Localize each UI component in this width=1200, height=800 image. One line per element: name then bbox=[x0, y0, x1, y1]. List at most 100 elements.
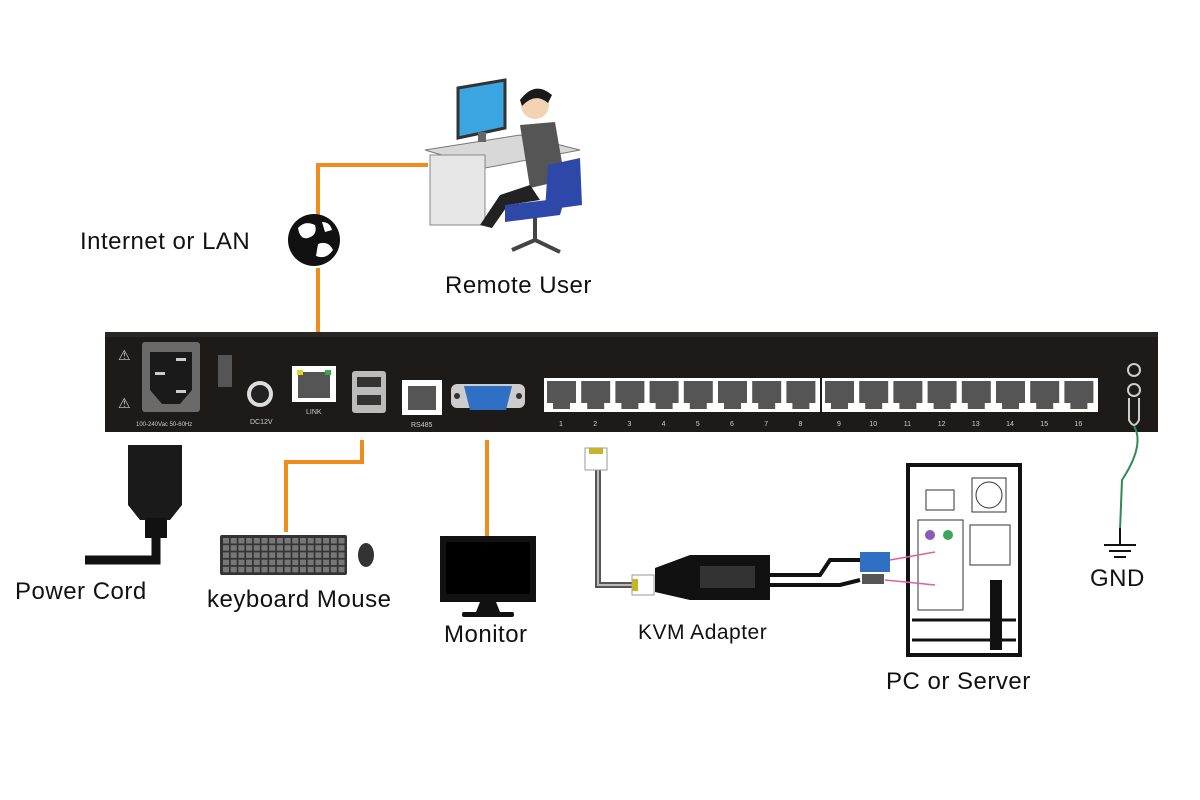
rj45-port-3 bbox=[615, 381, 645, 409]
key bbox=[238, 552, 245, 558]
monitor-label: Monitor bbox=[444, 621, 528, 648]
key bbox=[269, 552, 276, 558]
port-number: 1 bbox=[559, 421, 563, 428]
port-number: 9 bbox=[837, 421, 841, 428]
key bbox=[276, 552, 283, 558]
gnd-label: GND bbox=[1090, 565, 1145, 592]
ground-symbol-icon bbox=[1104, 528, 1136, 558]
key bbox=[323, 566, 330, 573]
port-number: 13 bbox=[972, 421, 980, 428]
key bbox=[246, 552, 253, 558]
key bbox=[261, 552, 268, 558]
port-number: 10 bbox=[869, 421, 877, 428]
key bbox=[307, 545, 314, 551]
port-number: 8 bbox=[798, 421, 802, 428]
key bbox=[253, 566, 260, 573]
key bbox=[246, 559, 253, 566]
key bbox=[261, 545, 268, 551]
remote-user-label: Remote User bbox=[445, 272, 592, 299]
power-inlet bbox=[142, 342, 200, 412]
key bbox=[230, 566, 237, 573]
key bbox=[284, 545, 291, 551]
power-rating-text: 100-240Vac 50-60Hz bbox=[136, 422, 192, 428]
key bbox=[261, 566, 268, 573]
key bbox=[238, 545, 245, 551]
port-number: 11 bbox=[904, 421, 911, 428]
port-number: 4 bbox=[662, 421, 666, 428]
key bbox=[276, 538, 283, 544]
vga-port bbox=[451, 384, 525, 410]
key bbox=[315, 552, 322, 558]
svg-text:⚠: ⚠ bbox=[118, 395, 131, 411]
port-number: 7 bbox=[764, 421, 768, 428]
key bbox=[284, 559, 291, 566]
rj45-port-7 bbox=[752, 381, 782, 409]
key bbox=[261, 559, 268, 566]
key bbox=[269, 559, 276, 566]
rj45-port-1 bbox=[547, 381, 576, 409]
rj45-port-16 bbox=[1064, 381, 1094, 409]
port-number: 3 bbox=[627, 421, 631, 428]
power-cord-illustration bbox=[85, 445, 182, 565]
key bbox=[323, 559, 330, 566]
key bbox=[338, 552, 345, 558]
key bbox=[330, 538, 337, 544]
key bbox=[315, 559, 322, 566]
rj45-port-6 bbox=[718, 381, 747, 409]
pc-server-label: PC or Server bbox=[886, 668, 1031, 695]
ground-wire bbox=[1119, 425, 1139, 531]
key bbox=[246, 566, 253, 573]
key bbox=[223, 559, 229, 566]
key bbox=[276, 559, 283, 566]
keyboard-illustration bbox=[220, 535, 347, 575]
ground-terminal bbox=[1127, 363, 1141, 426]
key bbox=[238, 559, 245, 566]
key bbox=[246, 538, 253, 544]
kvm-adapter-illustration bbox=[584, 447, 890, 600]
key bbox=[307, 559, 314, 566]
key bbox=[284, 566, 291, 573]
key bbox=[284, 552, 291, 558]
key bbox=[238, 538, 245, 544]
key bbox=[300, 566, 306, 573]
key bbox=[315, 566, 322, 573]
port-number: 14 bbox=[1006, 421, 1014, 428]
port-number: 15 bbox=[1040, 421, 1048, 428]
key bbox=[292, 545, 299, 551]
rj45-port-15 bbox=[1030, 381, 1060, 409]
keyboard-mouse-cable bbox=[284, 440, 364, 532]
key bbox=[307, 566, 314, 573]
key bbox=[300, 559, 306, 566]
svg-text:⚠: ⚠ bbox=[118, 347, 131, 363]
key bbox=[230, 552, 237, 558]
key bbox=[323, 545, 330, 551]
port-number: 5 bbox=[696, 421, 700, 428]
key bbox=[300, 538, 306, 544]
rj45-port-5 bbox=[683, 381, 713, 409]
key bbox=[276, 545, 283, 551]
key bbox=[300, 552, 306, 558]
key bbox=[284, 538, 291, 544]
key bbox=[323, 538, 330, 544]
key bbox=[230, 538, 237, 544]
key bbox=[269, 545, 276, 551]
rj45-port-10 bbox=[859, 381, 889, 409]
rj45-port-4 bbox=[649, 381, 679, 409]
key bbox=[269, 538, 276, 544]
key bbox=[338, 538, 345, 544]
key bbox=[253, 559, 260, 566]
kvm-adapter-label: KVM Adapter bbox=[638, 621, 768, 644]
key bbox=[338, 566, 345, 573]
key bbox=[330, 545, 337, 551]
rj45-port-9 bbox=[825, 381, 854, 409]
key bbox=[338, 545, 345, 551]
key bbox=[261, 538, 268, 544]
key bbox=[246, 545, 253, 551]
dc-label: DC12V bbox=[250, 419, 273, 426]
port-number: 16 bbox=[1075, 421, 1083, 428]
rj45-port-11 bbox=[893, 381, 923, 409]
remote-user-illustration bbox=[424, 78, 582, 254]
key bbox=[307, 552, 314, 558]
